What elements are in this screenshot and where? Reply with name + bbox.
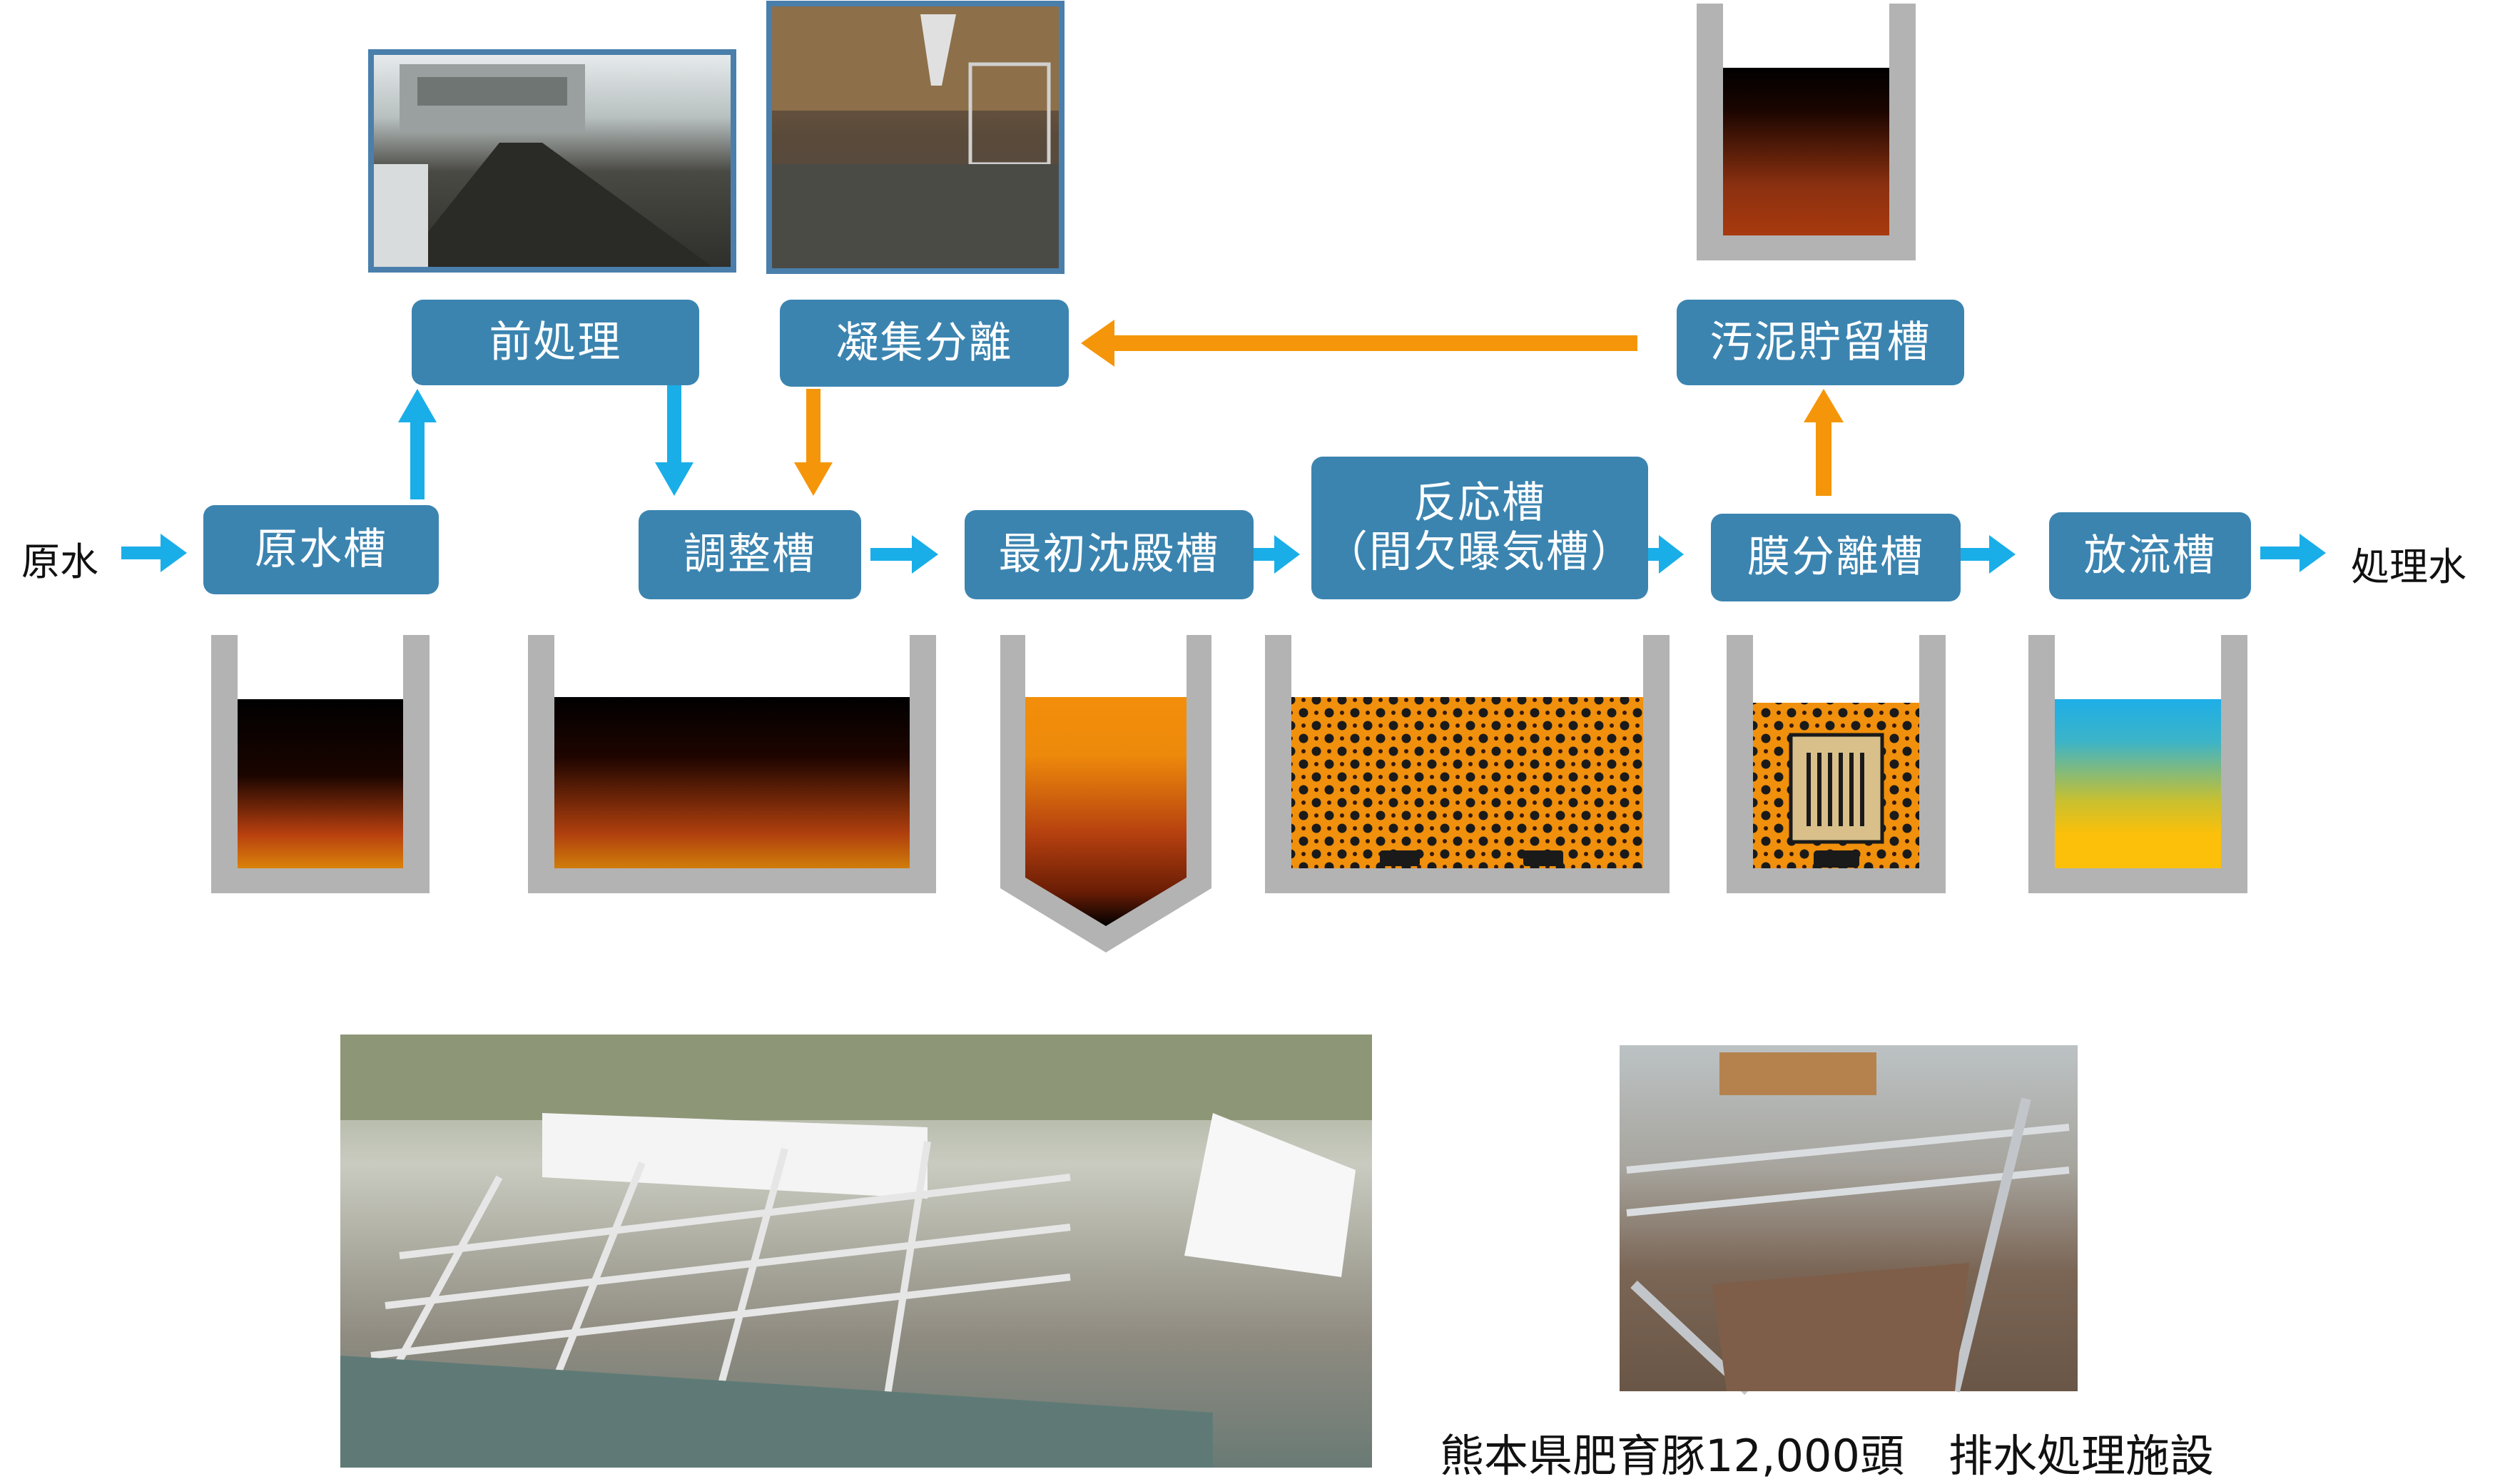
coagulation-label: 凝集分離 <box>835 317 1013 368</box>
coagulation-photo <box>766 1 1065 274</box>
aerial-facility-photo <box>340 1035 1372 1468</box>
primary-settling-tank-label: 最初沈殿槽 <box>998 529 1220 579</box>
sludge-storage-tank-box[interactable]: 汚泥貯留槽 <box>1677 300 1964 385</box>
diffuser-right <box>1523 850 1563 866</box>
raw-water-tank-box[interactable]: 原水槽 <box>203 505 439 594</box>
sludge-storage-tank-illustration <box>1697 4 1916 260</box>
raw-water-tank-label: 原水槽 <box>255 524 387 574</box>
adjustment-tank-illustration <box>528 635 936 893</box>
adjustment-tank-box[interactable]: 調整槽 <box>639 510 861 599</box>
reaction-tank-illustration <box>1265 635 1670 893</box>
treated-water-label: 処理水 <box>2351 544 2466 589</box>
reaction-tank-sublabel: （間欠曝気槽） <box>1325 527 1635 577</box>
sludge-flow-arrows <box>794 320 1844 496</box>
facility-caption: 熊本県肥育豚12,000頭 排水処理施設 <box>1440 1430 2214 1482</box>
discharge-tank-box[interactable]: 放流槽 <box>2049 512 2251 599</box>
discharge-tank-label: 放流槽 <box>2083 530 2217 581</box>
pretreatment-label: 前処理 <box>489 317 622 367</box>
raw-water-tank-illustration <box>211 635 430 893</box>
sludge-storage-tank-label: 汚泥貯留槽 <box>1709 317 1931 367</box>
reaction-tank-label: 反応槽 <box>1413 478 1546 528</box>
discharge-tank-illustration <box>2028 635 2247 893</box>
raw-water-label: 原水 <box>21 539 98 584</box>
coagulation-box[interactable]: 凝集分離 <box>780 300 1069 387</box>
membrane-tank-label: 膜分離槽 <box>1747 532 1924 582</box>
diffuser-left <box>1380 850 1420 866</box>
membrane-tank-illustration <box>1727 635 1946 893</box>
pretreatment-photo <box>368 49 736 273</box>
primary-settling-tank-box[interactable]: 最初沈殿槽 <box>965 510 1254 599</box>
site-tank-photo <box>1620 1045 2078 1396</box>
reaction-tank-box[interactable]: 反応槽 （間欠曝気槽） <box>1311 457 1648 599</box>
primary-settling-tank-illustration <box>1000 635 1211 952</box>
membrane-module <box>1789 733 1884 868</box>
adjustment-tank-label: 調整槽 <box>684 529 816 579</box>
pretreatment-box[interactable]: 前処理 <box>412 300 699 385</box>
membrane-tank-box[interactable]: 膜分離槽 <box>1711 514 1961 601</box>
